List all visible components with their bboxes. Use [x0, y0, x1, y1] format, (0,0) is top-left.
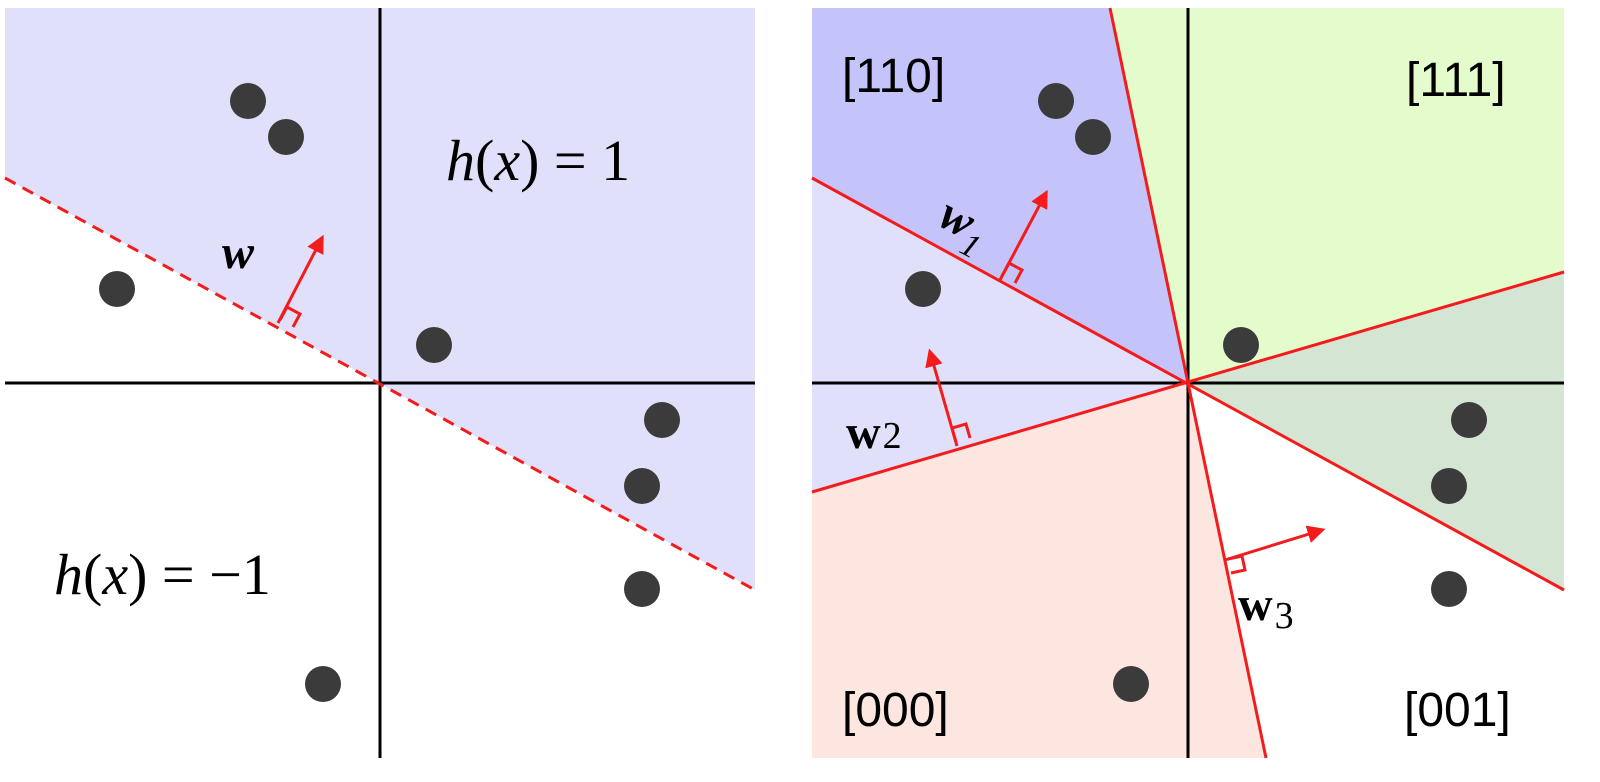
w2-label: w2: [846, 406, 902, 459]
data-point: [1431, 571, 1467, 607]
data-point: [99, 271, 135, 307]
data-point: [1075, 119, 1111, 155]
region-110-fill: [812, 8, 1188, 383]
w-right-angle-marker: [278, 304, 303, 328]
region-100-fill: [812, 178, 1188, 492]
region-011-fill: [1188, 272, 1564, 590]
data-point: [905, 271, 941, 307]
right-panel: w1 w2 w3 [110] [111] [000] [001]: [811, 7, 1565, 759]
w2-right-angle-marker: [950, 422, 972, 443]
right-data-points: [905, 83, 1487, 702]
left-data-points: [99, 83, 680, 702]
data-point: [1451, 402, 1487, 438]
region-label-111: [111]: [1406, 54, 1506, 107]
data-point: [624, 571, 660, 607]
region-111-fill: [1110, 8, 1564, 383]
left-panel: w h(x) = 1 h(x) = −1: [4, 8, 756, 758]
data-point: [268, 119, 304, 155]
data-point: [1223, 327, 1259, 363]
w1-right-angle-marker: [1000, 260, 1025, 284]
label-h-equals-minus-1: h(x) = −1: [54, 542, 271, 607]
w3-label: w3: [1238, 578, 1294, 637]
w-vector-label: w: [222, 226, 255, 279]
region-label-001: [001]: [1404, 684, 1511, 737]
data-point: [416, 327, 452, 363]
data-point: [624, 468, 660, 504]
region-label-110: [110]: [842, 50, 945, 103]
label-h-equals-1: h(x) = 1: [446, 128, 630, 193]
data-point: [305, 666, 341, 702]
hyperplane-3: [1108, 7, 1268, 759]
data-point: [1038, 83, 1074, 119]
data-point: [644, 402, 680, 438]
region-label-000: [000]: [842, 684, 949, 737]
data-point: [230, 83, 266, 119]
data-point: [1431, 468, 1467, 504]
decision-boundary-dashed: [4, 176, 756, 592]
w3-right-angle-marker: [1227, 554, 1247, 575]
data-point: [1113, 666, 1149, 702]
region-000-fill: [812, 383, 1266, 758]
